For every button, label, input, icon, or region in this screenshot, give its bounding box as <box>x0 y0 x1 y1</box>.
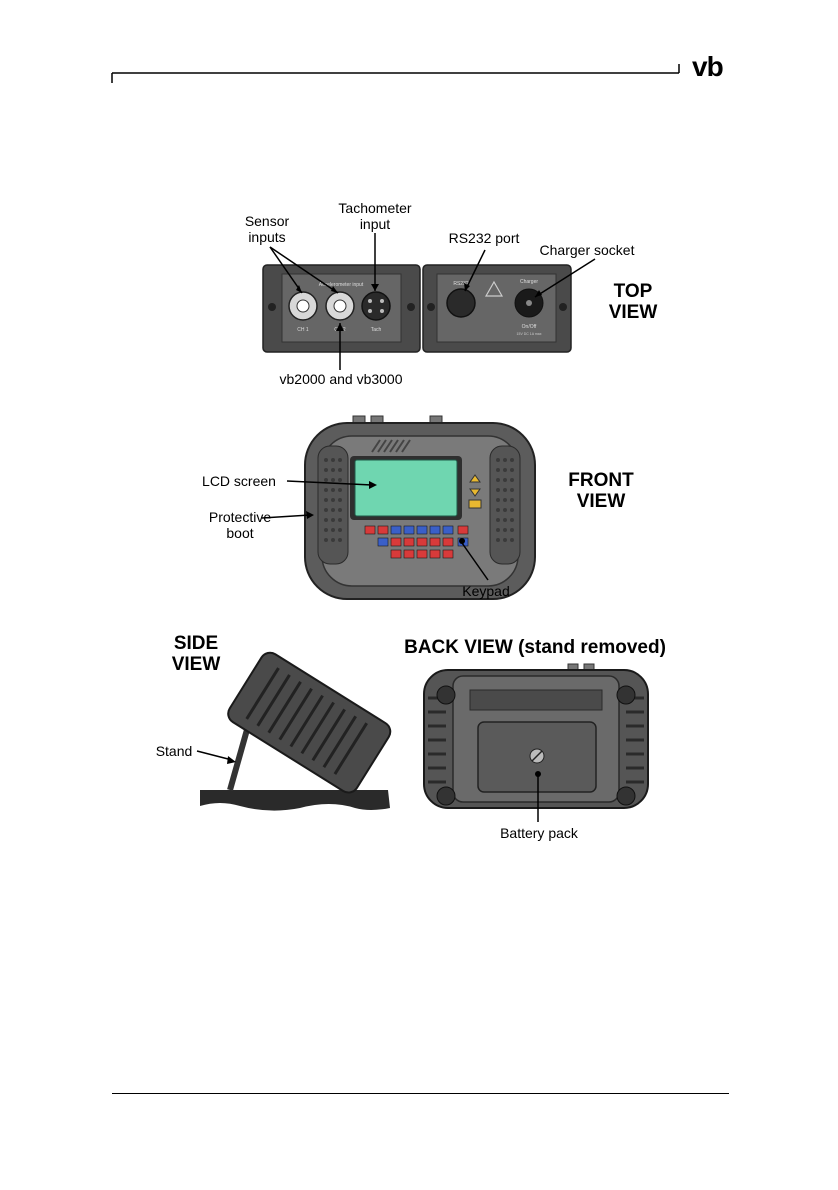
sensor-input-2-core <box>334 300 346 312</box>
callout-sensor-inputs-line2: inputs <box>248 229 285 245</box>
right-grip <box>490 446 520 564</box>
callout-tach-line1: Tachometer <box>338 200 411 216</box>
sensor-input-1-core <box>297 300 309 312</box>
top-view-title-line2: VIEW <box>609 302 658 323</box>
back-view-title: BACK VIEW (stand removed) <box>404 637 666 658</box>
panel-spec-label: 15V DC 1A max <box>517 332 542 336</box>
tach-pin <box>368 309 372 313</box>
foot <box>617 787 635 805</box>
rs232-port <box>447 289 475 317</box>
footer-rule <box>112 1093 729 1094</box>
panel-charger-label: Charger <box>520 279 538 285</box>
battery-callout-dot <box>535 771 541 777</box>
tach-pin <box>380 309 384 313</box>
foot <box>617 686 635 704</box>
screw <box>268 303 276 311</box>
callout-battery-pack: Battery pack <box>500 825 579 841</box>
tach-pin <box>380 299 384 303</box>
callout-boot-line1: Protective <box>209 509 271 525</box>
charger-pin <box>526 300 532 306</box>
tachometer-input <box>362 292 390 320</box>
panel-onoff-label: On/Off <box>522 324 537 330</box>
front-view-title-line1: FRONT <box>568 470 634 491</box>
callout-boot-line2: boot <box>226 525 253 541</box>
left-grip <box>318 446 348 564</box>
screw <box>407 303 415 311</box>
callout-lcd-screen: LCD screen <box>202 473 276 489</box>
side-view-title-line2: VIEW <box>172 654 221 675</box>
callout-keypad: Keypad <box>462 583 509 599</box>
front-view-title-line2: VIEW <box>577 491 626 512</box>
callout-models: vb2000 and vb3000 <box>280 371 403 387</box>
panel-tach-label: Tach <box>371 327 382 333</box>
panel-ch1-label: CH 1 <box>297 327 309 333</box>
callout-rs232: RS232 port <box>449 230 520 246</box>
callout-stand: Stand <box>156 743 193 759</box>
screw <box>559 303 567 311</box>
side-view-title-line1: SIDE <box>174 633 218 654</box>
callout-charger: Charger socket <box>540 242 635 258</box>
enter-key <box>469 500 481 508</box>
back-recess <box>470 690 602 710</box>
screw <box>427 303 435 311</box>
top-view-title-line1: TOP <box>614 281 653 302</box>
tach-pin <box>368 299 372 303</box>
foot <box>437 686 455 704</box>
callout-tach-line2: input <box>360 216 390 232</box>
foot <box>437 787 455 805</box>
callout-sensor-inputs-line1: Sensor <box>245 213 290 229</box>
